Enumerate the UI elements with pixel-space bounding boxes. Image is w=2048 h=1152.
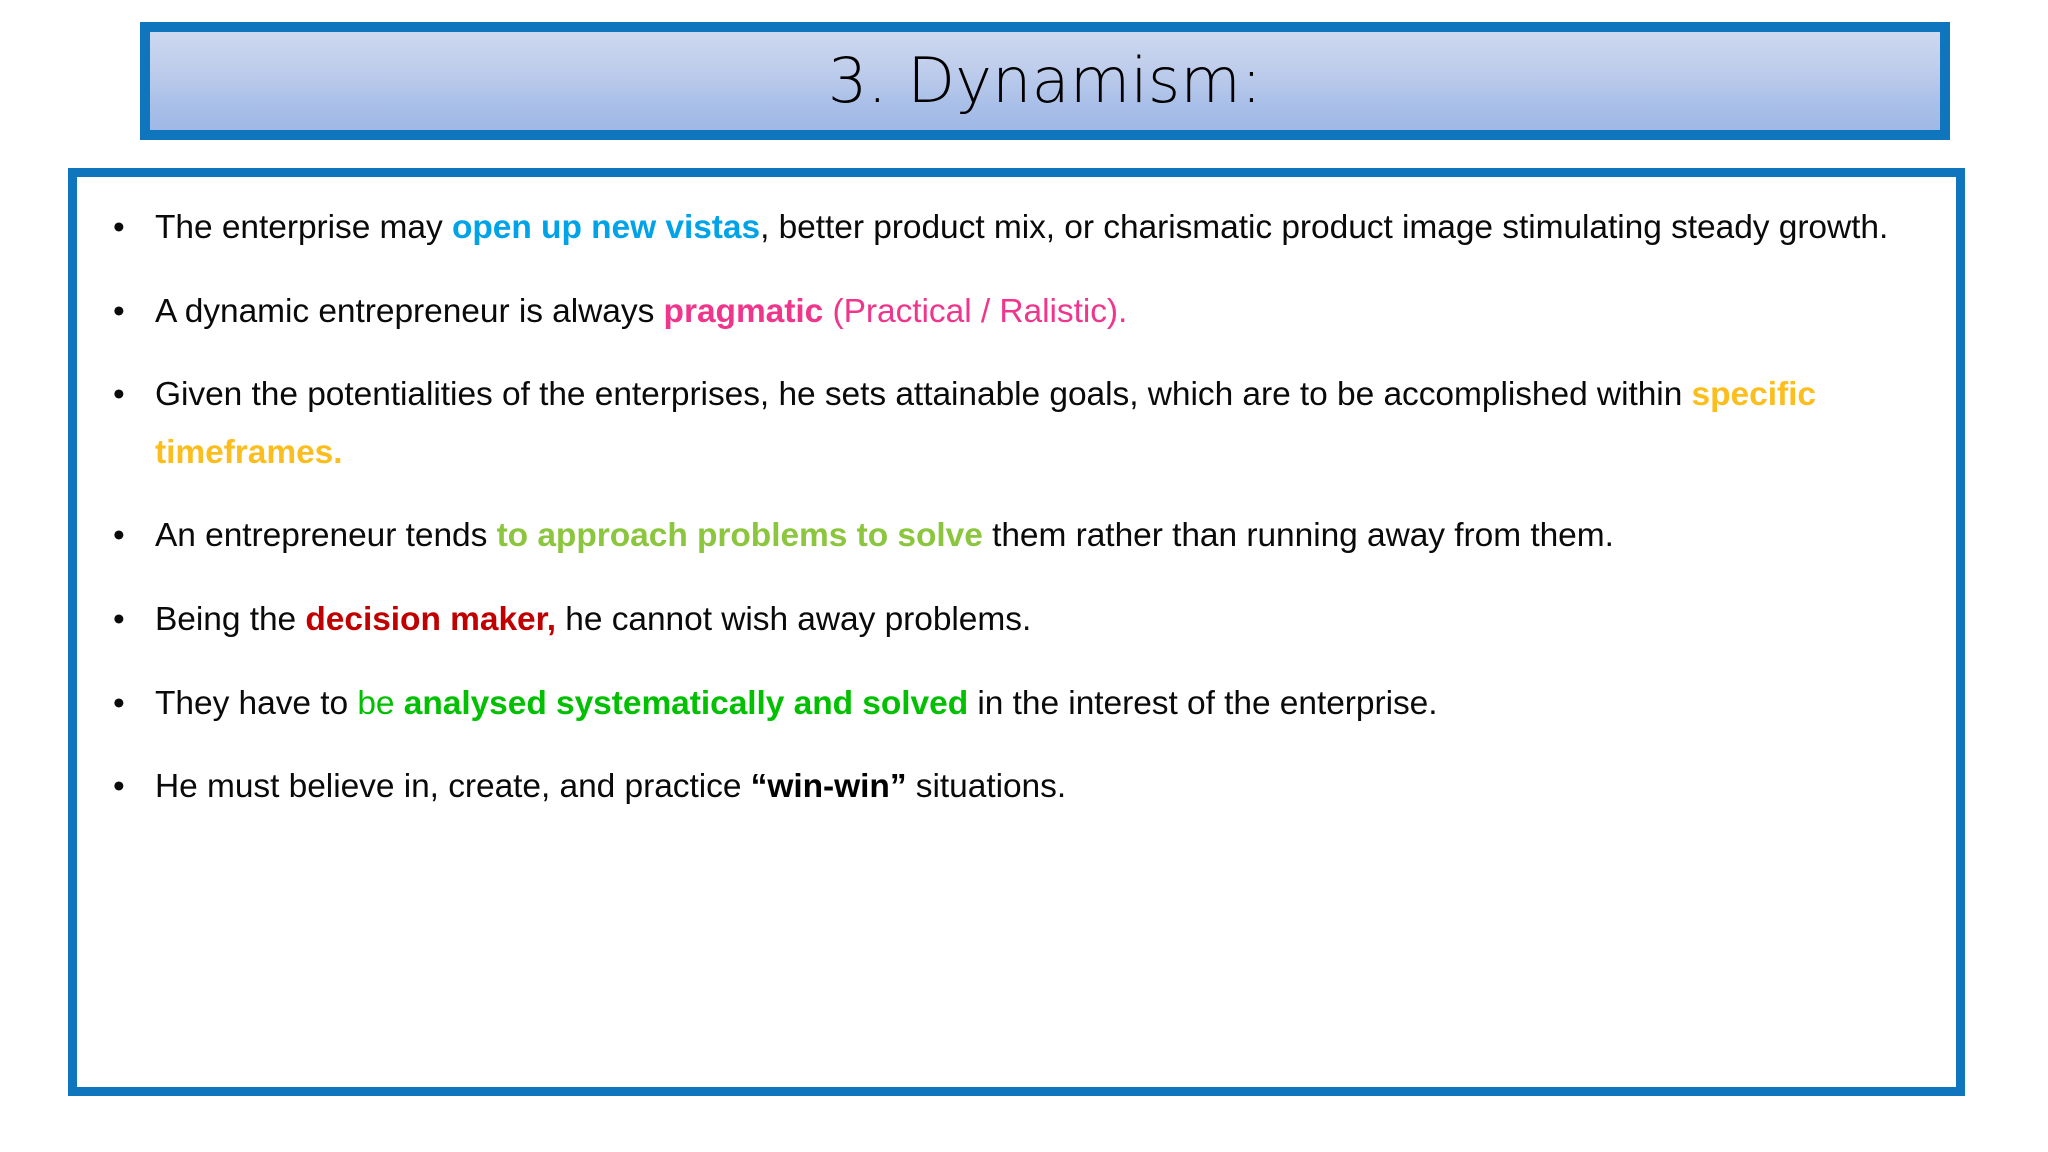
bullet-dot-icon: • [113, 292, 125, 330]
bullet-text-run: to approach problems to solve [496, 517, 983, 555]
bullet-text-run: , better product mix, or charismatic pro… [760, 209, 1889, 246]
bullet-text-run: specific timeframes. [155, 376, 1816, 471]
bullet-item: • Given the potentialities of the enterpr… [103, 366, 1930, 481]
page-title: 3. Dynamism: [827, 44, 1263, 117]
bullet-text-run: A dynamic entrepreneur is always [155, 292, 664, 330]
bullet-text-run: be [357, 684, 404, 722]
bullet-text-run: decision maker, [305, 601, 557, 639]
bullet-dot-icon: • [113, 209, 125, 246]
bullet-item: • An entrepreneur tends to approach probl… [103, 507, 1930, 565]
bullet-text-run: Being the [155, 601, 306, 639]
bullet-text-run: in the interest of the enterprise. [968, 684, 1438, 722]
bullet-item: • The enterprise may open up new vistas, … [103, 199, 1930, 257]
bullet-dot-icon: • [113, 601, 125, 639]
bullet-text-run: The enterprise may [155, 209, 452, 246]
bullet-text-run: Given the potentialities of the enterpri… [155, 376, 1692, 414]
bullet-dot-icon: • [113, 768, 125, 806]
bullet-text-run: situations. [906, 768, 1067, 806]
bullet-dot-icon: • [113, 376, 125, 414]
bullet-text-run: open up new vistas [451, 209, 761, 246]
bullet-text-run: he cannot wish away problems. [556, 601, 1032, 639]
bullet-item: • A dynamic entrepreneur is always pragma… [103, 283, 1930, 341]
slide-title-box: 3. Dynamism: [140, 22, 1950, 140]
bullet-item: • They have to be analysed systematically… [103, 675, 1930, 733]
bullet-text-run: pragmatic [663, 292, 824, 330]
bullet-dot-icon: • [113, 517, 125, 555]
bullet-list: • The enterprise may open up new vistas, … [103, 199, 1930, 816]
bullet-text-run: An entrepreneur tends [155, 517, 497, 555]
bullet-text-run: analysed systematically and solved [403, 684, 969, 722]
bullet-item: • Being the decision maker, he cannot wis… [103, 591, 1930, 649]
bullet-text-run: (Practical / Ralistic). [832, 292, 1128, 330]
bullet-dot-icon: • [113, 684, 125, 722]
bullet-text-run: “win-win” [750, 768, 907, 806]
bullet-text-run: them rather than running away from them. [982, 517, 1614, 555]
bullet-text-run: He must believe in, create, and practice [155, 768, 751, 806]
bullet-text-run: They have to [155, 684, 358, 722]
slide-content-box: • The enterprise may open up new vistas, … [68, 168, 1965, 1096]
bullet-item: • He must believe in, create, and practic… [103, 758, 1930, 816]
